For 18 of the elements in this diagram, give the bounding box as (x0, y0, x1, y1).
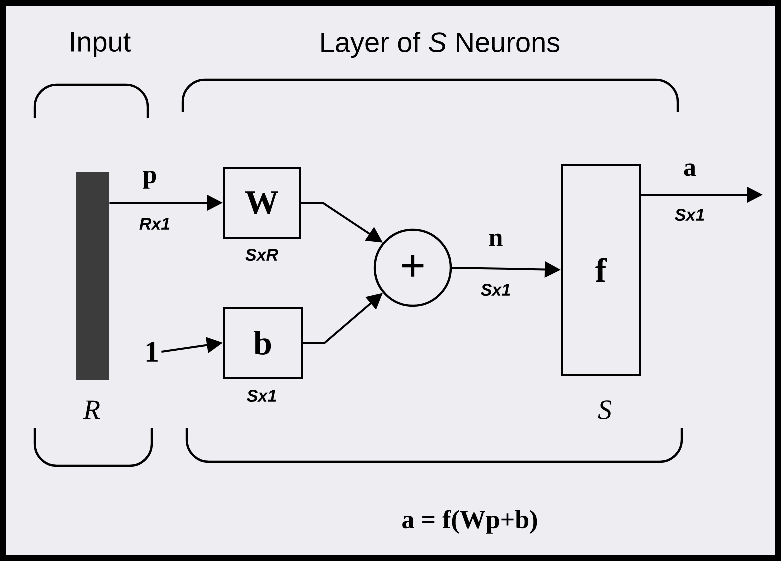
input-label: 1 (146, 342, 158, 362)
dimension-label: SxR (246, 248, 278, 262)
block-box: W (223, 167, 301, 239)
dimension-label: Sx1 (247, 390, 276, 402)
dimension-label: Rx1 (140, 218, 170, 230)
edge-label: a (684, 164, 696, 176)
heading: Layer of S Neurons (322, 32, 560, 58)
input-bar (76, 172, 110, 380)
edge-label: p (143, 171, 156, 189)
block-box: f (561, 164, 641, 376)
edge-label: n (489, 234, 503, 246)
heading: Input (71, 32, 131, 58)
dimension-label: Sx1 (675, 208, 704, 222)
block-box: b (223, 307, 303, 379)
dimension-label: Sx1 (481, 284, 510, 296)
equation: a = f(Wp+b) (402, 510, 538, 534)
dimension-label: S (598, 400, 612, 420)
dimension-label: R (83, 400, 100, 420)
